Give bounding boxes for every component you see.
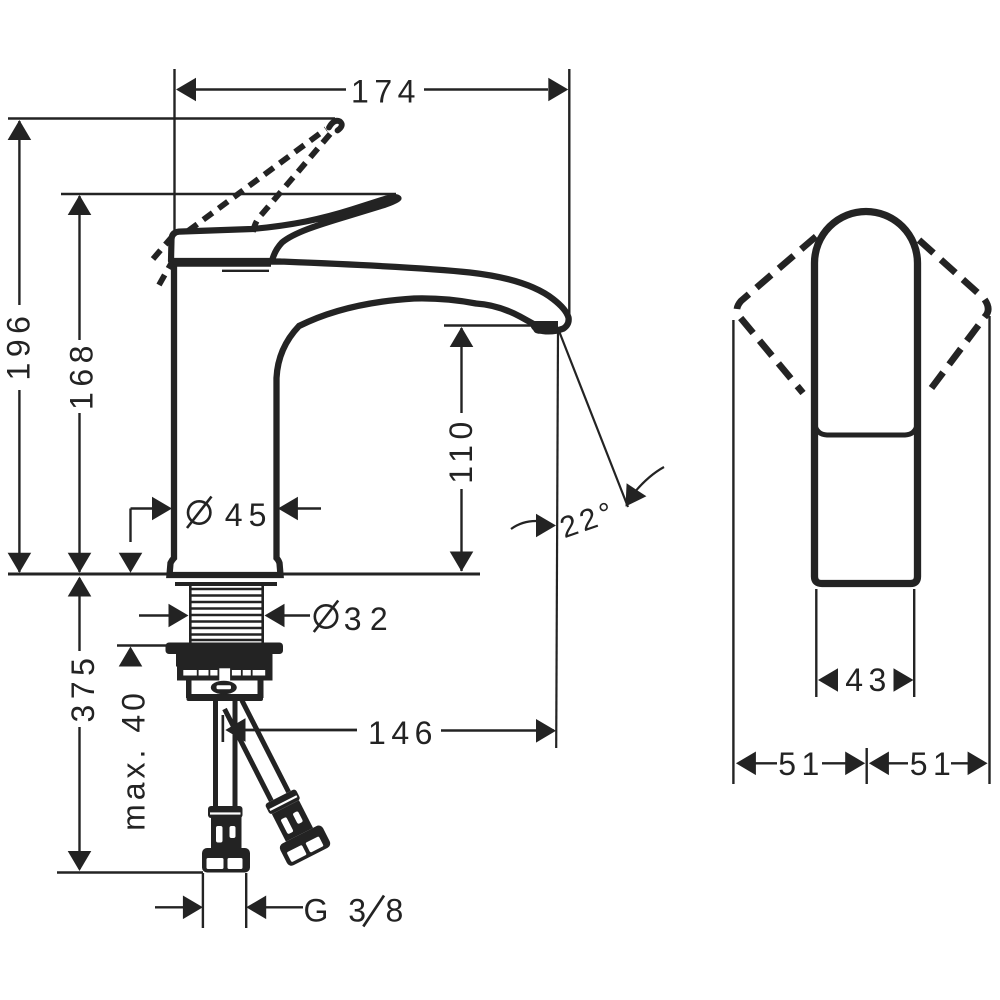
svg-text:146: 146 — [368, 715, 438, 751]
svg-text:43: 43 — [845, 662, 892, 698]
svg-text:375: 375 — [65, 653, 101, 723]
svg-text:G 3: G 3 — [304, 893, 372, 929]
svg-text:max. 40: max. 40 — [116, 689, 152, 831]
svg-text:51: 51 — [778, 746, 825, 782]
svg-text:32: 32 — [344, 601, 396, 637]
svg-text:174: 174 — [351, 74, 421, 110]
svg-text:168: 168 — [64, 340, 100, 410]
svg-text:196: 196 — [1, 311, 37, 381]
svg-text:8: 8 — [386, 893, 409, 929]
svg-text:45: 45 — [225, 497, 273, 533]
svg-text:51: 51 — [910, 746, 957, 782]
svg-text:110: 110 — [443, 416, 479, 484]
